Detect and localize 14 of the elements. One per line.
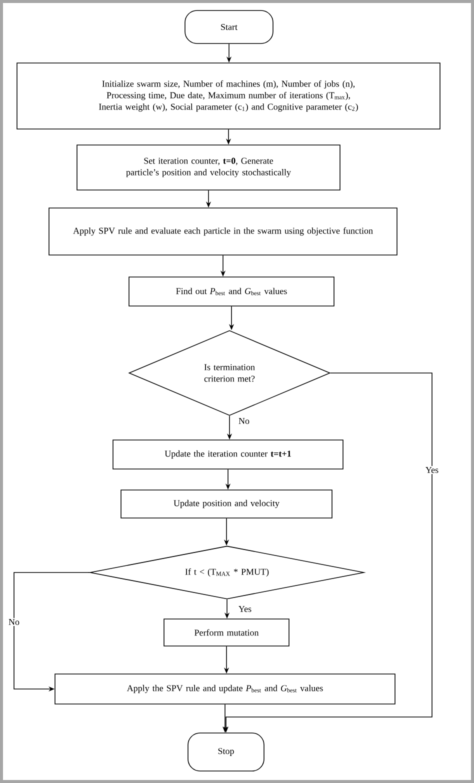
process-box: Find out P$_{best}$ and G$_{best}$ values	[128, 276, 334, 306]
terminal-box: Start	[184, 10, 274, 44]
process-box: Initialize swarm size, Number of machines (m), Number of jobs (n), Processing time, Due date, Maximum number of iterations (T$_{max}$), Inertia weight (w), Social parameter (c$_{1}$) and Cognitive parameter (c$_{2}$)	[16, 62, 440, 130]
process-box: Update the iteration counter t=t+1	[112, 440, 344, 470]
process-box: Apply the SPV rule and update P$_{best}$ and G$_{best}$ values	[54, 674, 396, 704]
edge-label: Yes	[237, 605, 253, 613]
process-box: Update position and velocity	[120, 490, 332, 518]
process-box: Apply SPV rule and evaluate each particle in the swarm using objective function	[48, 208, 398, 256]
edge-label: No	[238, 417, 250, 425]
terminal-box: Stop	[188, 732, 264, 772]
edge-label: No	[8, 618, 20, 626]
edge-label: Yes	[424, 466, 440, 474]
process-box: Perform mutation	[164, 618, 290, 646]
process-box: Set iteration counter, t=0, Generate particle’s position and velocity stochastically	[76, 144, 340, 190]
